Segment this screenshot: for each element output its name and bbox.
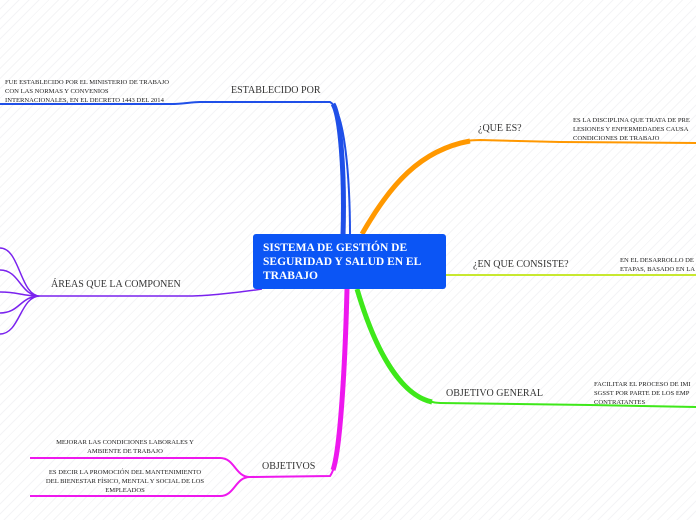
- topic-objetivo-general[interactable]: OBJETIVO GENERAL: [446, 388, 543, 399]
- topic-en-que-consiste[interactable]: ¿EN QUE CONSISTE?: [473, 259, 569, 270]
- note-objetivo-1[interactable]: MEJORAR LAS CONDICIONES LABORALES Y AMBI…: [56, 439, 194, 455]
- topic-objetivos[interactable]: OBJETIVOS: [262, 461, 316, 472]
- note-objetivo-2[interactable]: ES DECIR LA PROMOCIÓN DEL MANTENIMIENTO …: [45, 469, 205, 494]
- note-objetivo-general[interactable]: FACILITAR EL PROCESO DE IMI SGSST POR PA…: [594, 381, 691, 406]
- branch-areas-line: [0, 247, 263, 335]
- topic-establecido-por[interactable]: ESTABLECIDO POR: [231, 85, 321, 96]
- topic-que-es[interactable]: ¿QUE ES?: [478, 123, 522, 134]
- branch-establecido-line: [0, 101, 351, 237]
- topic-areas-que-la-componen[interactable]: ÁREAS QUE LA COMPONEN: [51, 279, 181, 290]
- note-en-que-consiste[interactable]: EN EL DESARROLLO DE ETAPAS, BASADO EN LA: [620, 257, 696, 273]
- branch-que-es-line: [361, 138, 696, 237]
- central-topic[interactable]: SISTEMA DE GESTIÓN DE SEGURIDAD Y SALUD …: [253, 234, 446, 289]
- note-que-es[interactable]: ES LA DISCIPLINA QUE TRATA DE PRE LESION…: [573, 117, 690, 142]
- note-establecido-por[interactable]: FUE ESTABLECIDO POR EL MINISTERIO DE TRA…: [5, 79, 169, 104]
